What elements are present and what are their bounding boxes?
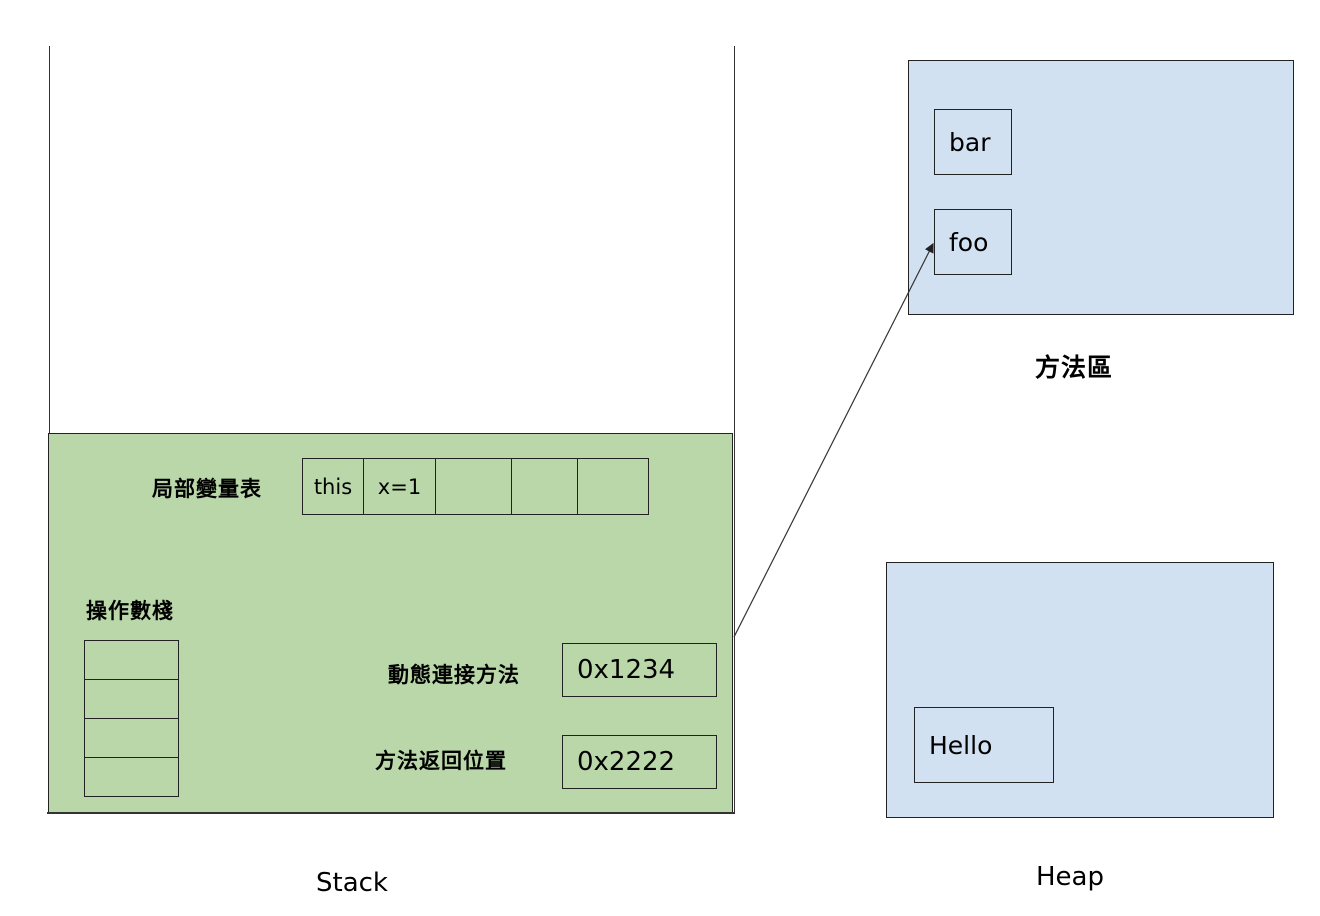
operand-stack bbox=[84, 640, 179, 797]
local-var-cell bbox=[578, 459, 648, 514]
operand-stack-slot bbox=[85, 680, 178, 719]
operand-stack-slot bbox=[85, 758, 178, 796]
method-area bbox=[908, 60, 1294, 315]
local-var-cell: x=1 bbox=[364, 459, 436, 514]
local-vars-table: this x=1 bbox=[302, 458, 649, 515]
return-address-label: 方法返回位置 bbox=[375, 749, 507, 773]
local-vars-label: 局部變量表 bbox=[152, 477, 262, 501]
heap-item-hello: Hello bbox=[914, 707, 1054, 783]
operand-stack-label: 操作數棧 bbox=[86, 599, 174, 623]
method-area-caption: 方法區 bbox=[1035, 353, 1114, 382]
dynamic-linking-label: 動態連接方法 bbox=[388, 663, 520, 687]
operand-stack-slot bbox=[85, 719, 178, 758]
stack-left-wall bbox=[49, 46, 50, 814]
operand-stack-slot bbox=[85, 641, 178, 680]
return-address-value: 0x2222 bbox=[562, 735, 717, 789]
heap-area bbox=[886, 562, 1274, 818]
method-item-bar: bar bbox=[934, 109, 1012, 175]
local-var-cell bbox=[436, 459, 512, 514]
heap-caption: Heap bbox=[1036, 862, 1104, 892]
stack-caption: Stack bbox=[316, 868, 388, 898]
local-var-cell bbox=[512, 459, 578, 514]
dynamic-linking-value: 0x1234 bbox=[562, 643, 717, 697]
stack-right-wall bbox=[734, 46, 735, 814]
stack-bottom-line bbox=[47, 812, 735, 814]
local-var-cell: this bbox=[303, 459, 364, 514]
method-item-foo: foo bbox=[934, 209, 1012, 275]
stack-frame bbox=[48, 433, 733, 813]
